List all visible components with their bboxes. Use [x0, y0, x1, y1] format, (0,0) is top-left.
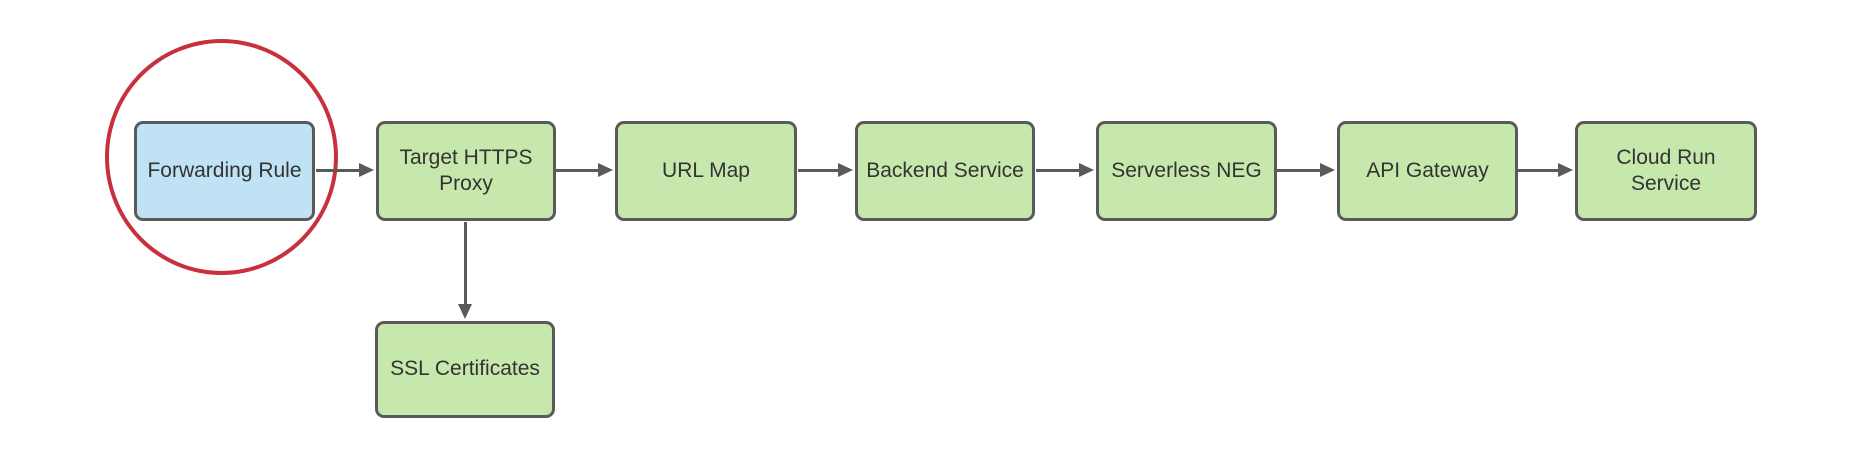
node-backend-service-label: Backend Service	[866, 158, 1024, 182]
node-serverless-neg-label: Serverless NEG	[1111, 158, 1262, 182]
node-serverless-neg[interactable]: Serverless NEG	[1096, 121, 1277, 221]
arrow-url-map-to-backend-service	[798, 162, 853, 178]
arrow-api-gateway-to-cloud-run-service	[1518, 162, 1573, 178]
node-url-map[interactable]: URL Map	[615, 121, 797, 221]
arrow-target-https-proxy-to-ssl-certificates	[457, 222, 473, 319]
arrow-target-https-proxy-to-url-map	[556, 162, 613, 178]
arrow-serverless-neg-to-api-gateway	[1277, 162, 1335, 178]
node-target-https-proxy[interactable]: Target HTTPS Proxy	[376, 121, 556, 221]
node-cloud-run-service-label: Cloud Run Service	[1616, 145, 1716, 195]
arrow-forwarding-rule-to-target-https-proxy	[316, 162, 374, 178]
node-target-https-proxy-label: Target HTTPS Proxy	[399, 145, 533, 195]
node-forwarding-rule-label: Forwarding Rule	[147, 158, 302, 182]
node-ssl-certificates[interactable]: SSL Certificates	[375, 321, 555, 418]
node-url-map-label: URL Map	[662, 158, 750, 182]
node-forwarding-rule[interactable]: Forwarding Rule	[134, 121, 315, 221]
arrow-backend-service-to-serverless-neg	[1036, 162, 1094, 178]
node-cloud-run-service[interactable]: Cloud Run Service	[1575, 121, 1757, 221]
node-api-gateway[interactable]: API Gateway	[1337, 121, 1518, 221]
node-api-gateway-label: API Gateway	[1366, 158, 1489, 182]
node-backend-service[interactable]: Backend Service	[855, 121, 1035, 221]
node-ssl-certificates-label: SSL Certificates	[390, 357, 540, 381]
